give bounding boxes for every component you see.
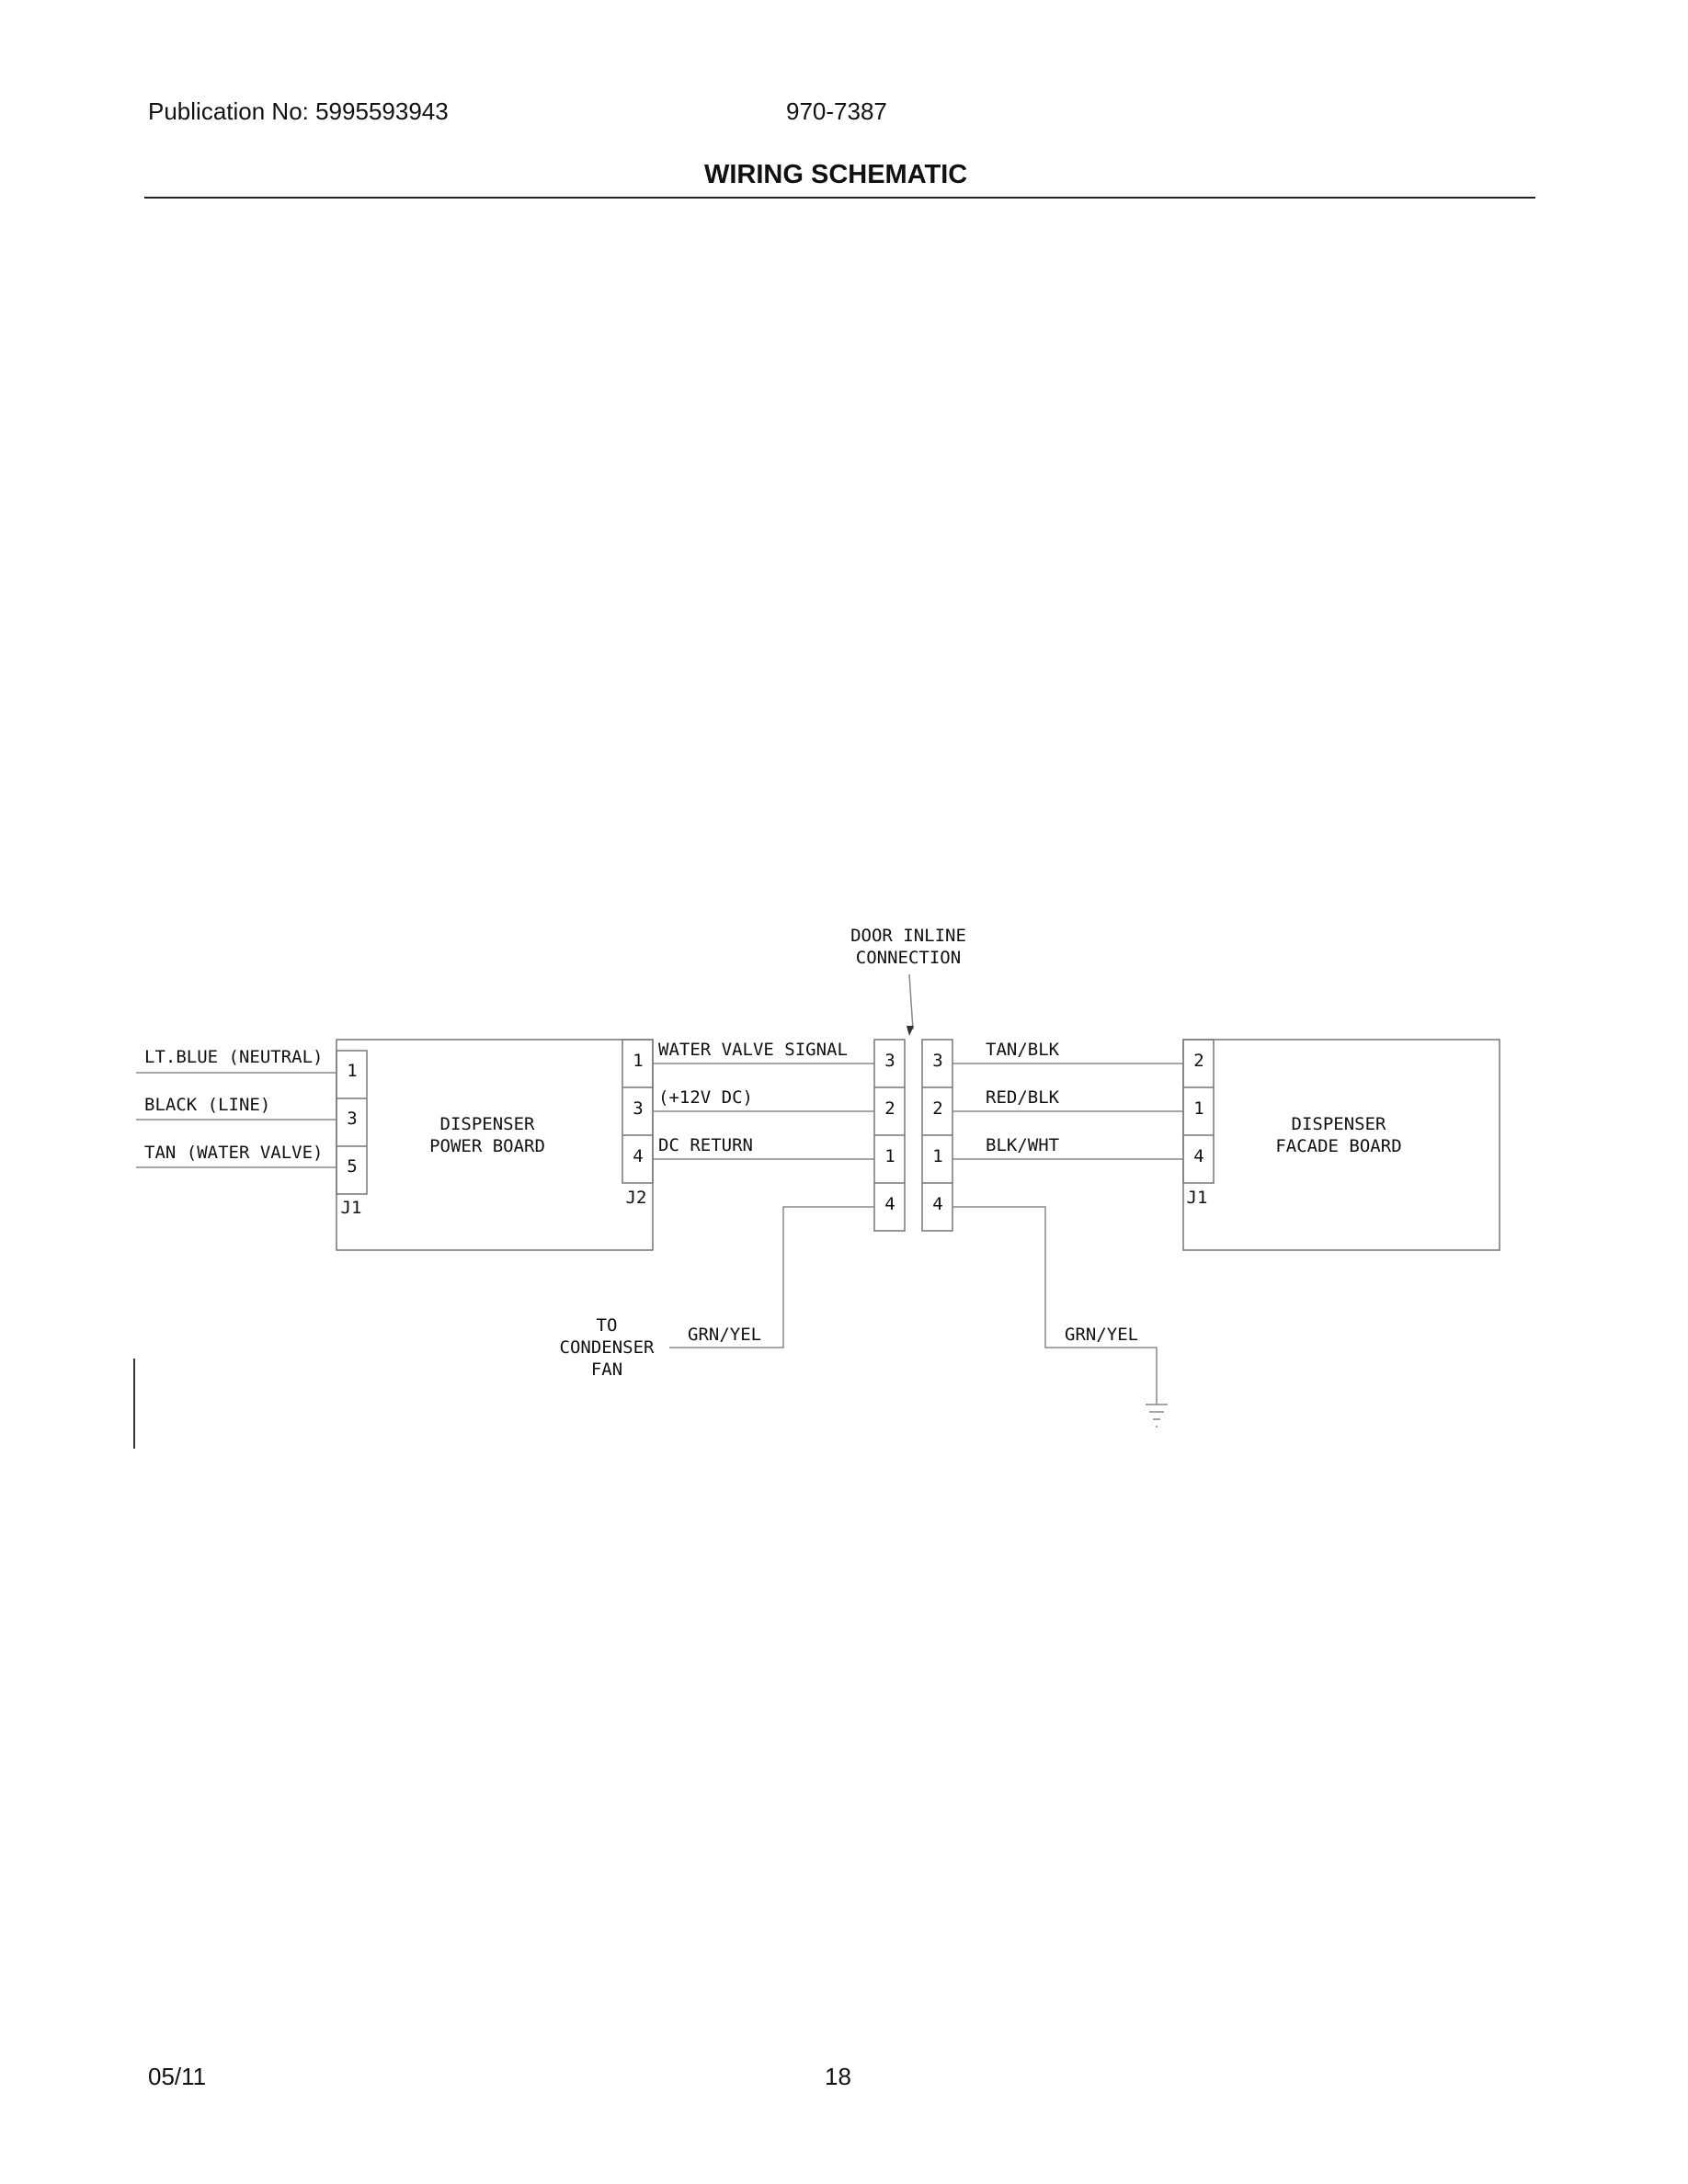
door-inline-label-1: DOOR INLINE bbox=[850, 926, 966, 946]
condenser-label-2: CONDENSER bbox=[560, 1337, 656, 1358]
condenser-label-3: FAN bbox=[591, 1359, 622, 1380]
wire-label-blk-wht: BLK/WHT bbox=[986, 1135, 1059, 1155]
power-j2-pin: 3 bbox=[633, 1098, 643, 1119]
inline-right-pin: 1 bbox=[932, 1146, 942, 1166]
inline-left-pin: 3 bbox=[884, 1051, 895, 1071]
wire-label-12v-dc: (+12V DC) bbox=[658, 1087, 753, 1108]
facade-board-label-1: DISPENSER bbox=[1292, 1114, 1387, 1134]
door-inline-label-2: CONNECTION bbox=[856, 948, 961, 968]
ground-right-label: GRN/YEL bbox=[1065, 1325, 1138, 1345]
facade-j1-label: J1 bbox=[1187, 1188, 1208, 1208]
inline-right-pin: 2 bbox=[932, 1098, 942, 1119]
ground-symbol-icon bbox=[1146, 1404, 1168, 1428]
wire-label-dc-return: DC RETURN bbox=[658, 1135, 753, 1155]
power-j2-pin: 4 bbox=[633, 1146, 643, 1166]
power-board-label-1: DISPENSER bbox=[440, 1114, 536, 1134]
leader-arrowhead bbox=[907, 1026, 914, 1036]
wire-label-neutral: LT.BLUE (NEUTRAL) bbox=[144, 1047, 323, 1067]
power-j1-label: J1 bbox=[341, 1198, 362, 1218]
wire-label-water-valve-signal: WATER VALVE SIGNAL bbox=[658, 1040, 848, 1060]
margin-bar bbox=[133, 1359, 135, 1449]
wire-label-red-blk: RED/BLK bbox=[986, 1087, 1060, 1108]
model-number: 970-7387 bbox=[786, 97, 887, 125]
wire-ground-condenser bbox=[669, 1206, 874, 1348]
inline-right-pin: 3 bbox=[932, 1051, 942, 1071]
publication-number: Publication No: 5995593943 bbox=[148, 97, 449, 125]
inline-left-pin: 4 bbox=[884, 1194, 895, 1214]
power-j1-pin: 3 bbox=[347, 1109, 357, 1129]
facade-j1-pin: 1 bbox=[1193, 1098, 1203, 1119]
power-j1-pin: 5 bbox=[347, 1156, 357, 1177]
facade-j1-pin: 4 bbox=[1193, 1146, 1203, 1166]
page-number: 18 bbox=[825, 2063, 851, 2090]
wire-label-line: BLACK (LINE) bbox=[144, 1095, 270, 1115]
header-rule bbox=[144, 197, 1535, 199]
inline-right-pin: 4 bbox=[932, 1194, 942, 1214]
facade-board-label-2: FACADE BOARD bbox=[1275, 1136, 1401, 1156]
power-board-label-2: POWER BOARD bbox=[429, 1136, 545, 1156]
power-j2-pin: 1 bbox=[633, 1051, 643, 1071]
power-j2-label: J2 bbox=[626, 1188, 647, 1208]
condenser-label-1: TO bbox=[597, 1315, 618, 1336]
power-j1-pin: 1 bbox=[347, 1061, 357, 1081]
page-title: WIRING SCHEMATIC bbox=[704, 160, 968, 189]
facade-j1-pin: 2 bbox=[1193, 1051, 1203, 1071]
power-j1-connector bbox=[336, 1050, 368, 1195]
inline-left-pin: 2 bbox=[884, 1098, 895, 1119]
wire-ground-chassis bbox=[952, 1206, 1158, 1405]
wire-label-tan-blk: TAN/BLK bbox=[986, 1040, 1060, 1060]
inline-left-pin: 1 bbox=[884, 1146, 895, 1166]
footer-date: 05/11 bbox=[148, 2063, 207, 2090]
inline-leader bbox=[908, 973, 914, 1030]
wire-label-water-valve: TAN (WATER VALVE) bbox=[144, 1143, 323, 1163]
ground-left-label: GRN/YEL bbox=[688, 1325, 761, 1345]
